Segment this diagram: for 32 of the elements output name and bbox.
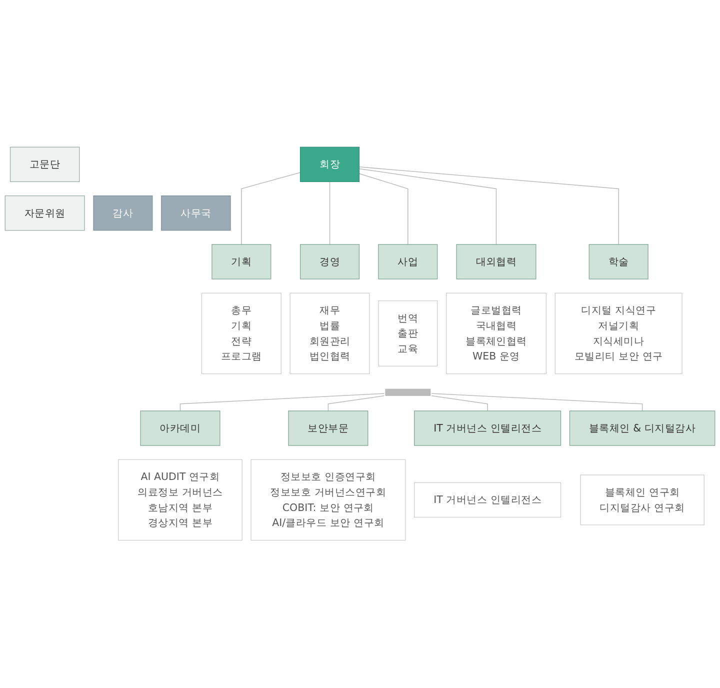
node-box: 사무국 [161, 196, 231, 231]
node-box: 보안부문 [288, 410, 368, 446]
node-box: 감사 [93, 196, 153, 231]
connector [431, 393, 643, 412]
node-box: 번역 출판 교육 [378, 300, 438, 367]
connector [241, 172, 301, 246]
node-box: 총무 기획 전략 프로그램 [201, 293, 282, 374]
node-box: 사업 [378, 244, 438, 280]
node-box: AI AUDIT 연구회 의료정보 거버넌스 호남지역 본부 경상지역 본부 [118, 460, 242, 541]
connector [180, 393, 385, 412]
node-box: 고문단 [10, 147, 80, 182]
node-box: 정보보호 인증연구회 정보보호 거버넌스연구회 COBIT: 보안 연구회 AI/클라우드 보안 연구회 [250, 460, 406, 541]
connector [358, 166, 619, 246]
node-box: 블록체인 연구회 디지털감사 연구회 [580, 474, 704, 526]
node-box: 경영 [300, 244, 360, 280]
connector [329, 182, 330, 246]
connector [358, 168, 497, 246]
connector [328, 396, 385, 412]
connector [358, 174, 408, 246]
node-box: 회장 [300, 147, 360, 182]
node-box: 글로벌협력 국내협력 블록체인협력 WEB 운영 [446, 293, 547, 374]
connector [431, 396, 488, 412]
node-box: 아카데미 [140, 410, 220, 446]
node-box: 기획 [212, 244, 272, 280]
node-box: 재무 법률 회원관리 법인협력 [290, 293, 370, 374]
node-box: 학술 [588, 244, 648, 280]
node-box: 블록체인 & 디지털감사 [569, 410, 716, 446]
node-box: IT 거버넌스 인텔리전스 [414, 482, 562, 518]
node-box: 디지털 지식연구 저널기획 지식세미나 모빌리티 보안 연구 [554, 293, 682, 374]
node-box: 자문위원 [4, 196, 85, 231]
node-box: 대외협력 [456, 244, 536, 280]
node-box: IT 거버넌스 인텔리전스 [414, 410, 562, 446]
